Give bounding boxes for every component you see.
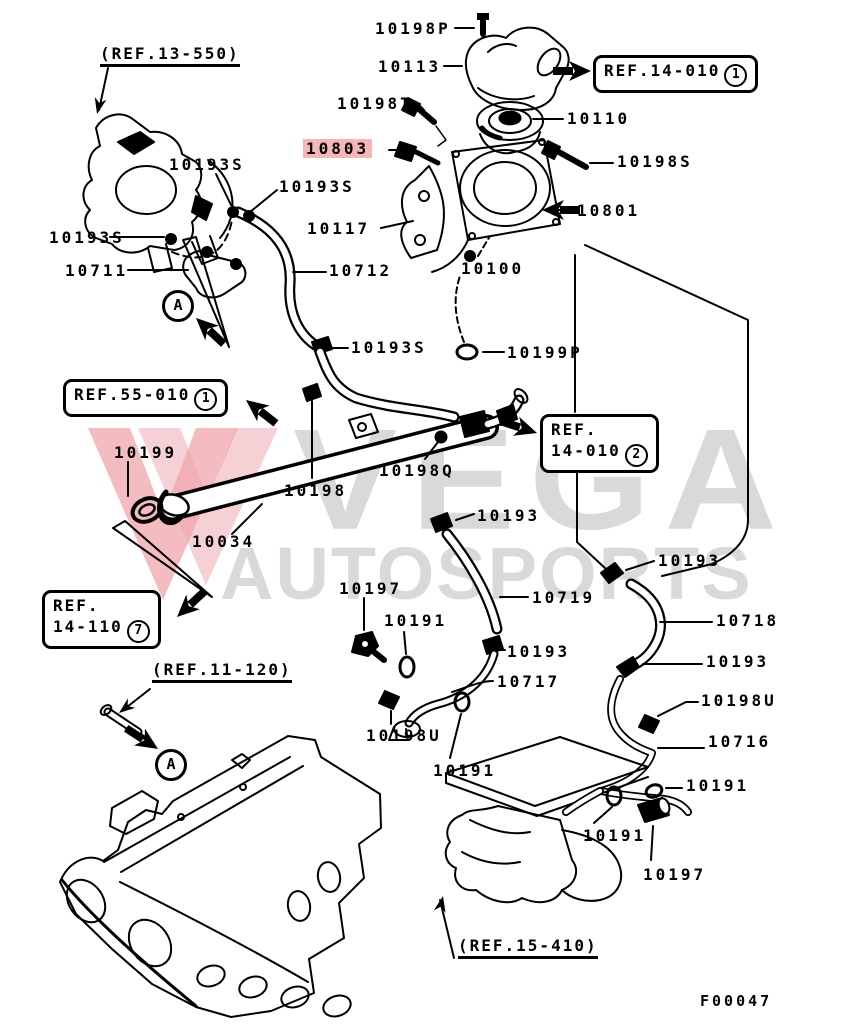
ref-note-ref11-120[interactable]: (REF.11-120): [152, 660, 292, 683]
part-label-10113[interactable]: 10113: [378, 57, 442, 76]
part-label-10198u[interactable]: 10198U: [366, 726, 442, 745]
part-label-10198q[interactable]: 10198Q: [379, 461, 455, 480]
hose-10718-10716-drawing: [593, 560, 713, 861]
part-label-10198p[interactable]: 10198P: [375, 19, 451, 38]
part-label-10197[interactable]: 10197: [339, 579, 403, 598]
pipe-10717-drawing: [351, 597, 499, 759]
part-label-10717[interactable]: 10717: [497, 672, 561, 691]
part-label-10712[interactable]: 10712: [329, 261, 393, 280]
ref-note-ref15-410[interactable]: (REF.15-410): [458, 936, 598, 959]
part-label-10191[interactable]: 10191: [433, 761, 497, 780]
ref-11-120-pipe-drawing: [99, 688, 154, 745]
part-label-10193[interactable]: 10193: [658, 551, 722, 570]
part-label-10199[interactable]: 10199: [114, 443, 178, 462]
ref-box-line: REF.: [53, 596, 100, 615]
part-label-10193[interactable]: 10193: [706, 652, 770, 671]
oring-10199p-drawing: [331, 275, 505, 361]
part-label-10198t[interactable]: 10198T: [337, 94, 413, 113]
part-label-10199p[interactable]: 10199P: [507, 343, 583, 362]
ref-box-line: REF.: [551, 420, 598, 439]
water-pipe-10034-drawing: [112, 388, 529, 598]
part-label-10193s[interactable]: 10193S: [351, 338, 427, 357]
part-label-10117[interactable]: 10117: [307, 219, 371, 238]
part-label-10100[interactable]: 10100: [461, 259, 525, 278]
inlet-cover-drawing: [439, 736, 649, 959]
part-label-10716[interactable]: 10716: [708, 732, 772, 751]
ref-note-ref13-550[interactable]: (REF.13-550): [100, 44, 240, 67]
part-label-10191[interactable]: 10191: [686, 776, 750, 795]
view-marker-a: A: [162, 290, 194, 322]
part-label-10198u[interactable]: 10198U: [701, 691, 777, 710]
part-label-10193s[interactable]: 10193S: [49, 228, 125, 247]
part-label-10801[interactable]: 10801: [577, 201, 641, 220]
part-label-10110[interactable]: 10110: [567, 109, 631, 128]
part-label-10198s[interactable]: 10198S: [617, 152, 693, 171]
part-label-10034[interactable]: 10034: [192, 532, 256, 551]
part-label-10193s[interactable]: 10193S: [279, 177, 355, 196]
part-label-10191[interactable]: 10191: [583, 826, 647, 845]
throttle-body-drawing: [82, 67, 234, 273]
part-label-10197[interactable]: 10197: [643, 865, 707, 884]
part-label-10193[interactable]: 10193: [477, 506, 541, 525]
ref-box-circled-number: 1: [194, 388, 218, 411]
leader-lines: [292, 271, 327, 273]
part-label-10711[interactable]: 10711: [65, 261, 129, 280]
hose-10719-drawing: [424, 430, 529, 655]
ref-box-circled-number: 1: [724, 64, 748, 87]
part-label-10803[interactable]: 10803: [303, 139, 373, 158]
part-label-10193s[interactable]: 10193S: [169, 155, 245, 174]
bracket-10711-drawing: [109, 233, 247, 348]
figure-code: F00047: [700, 992, 773, 1010]
part-label-10719[interactable]: 10719: [532, 588, 596, 607]
hose-10712-drawing: [215, 173, 460, 423]
ref-box-circled-number: 2: [624, 443, 648, 467]
direction-arrows: [94, 61, 591, 913]
part-label-10198[interactable]: 10198: [284, 481, 348, 500]
view-marker-a: A: [155, 749, 187, 781]
engine-head-drawing: [59, 735, 382, 1018]
part-label-10718[interactable]: 10718: [716, 611, 780, 630]
ref-box-circled-number: 7: [126, 619, 150, 643]
part-label-10193[interactable]: 10193: [507, 642, 571, 661]
thermostat-case-drawing: [380, 138, 749, 577]
part-label-10191[interactable]: 10191: [384, 611, 448, 630]
